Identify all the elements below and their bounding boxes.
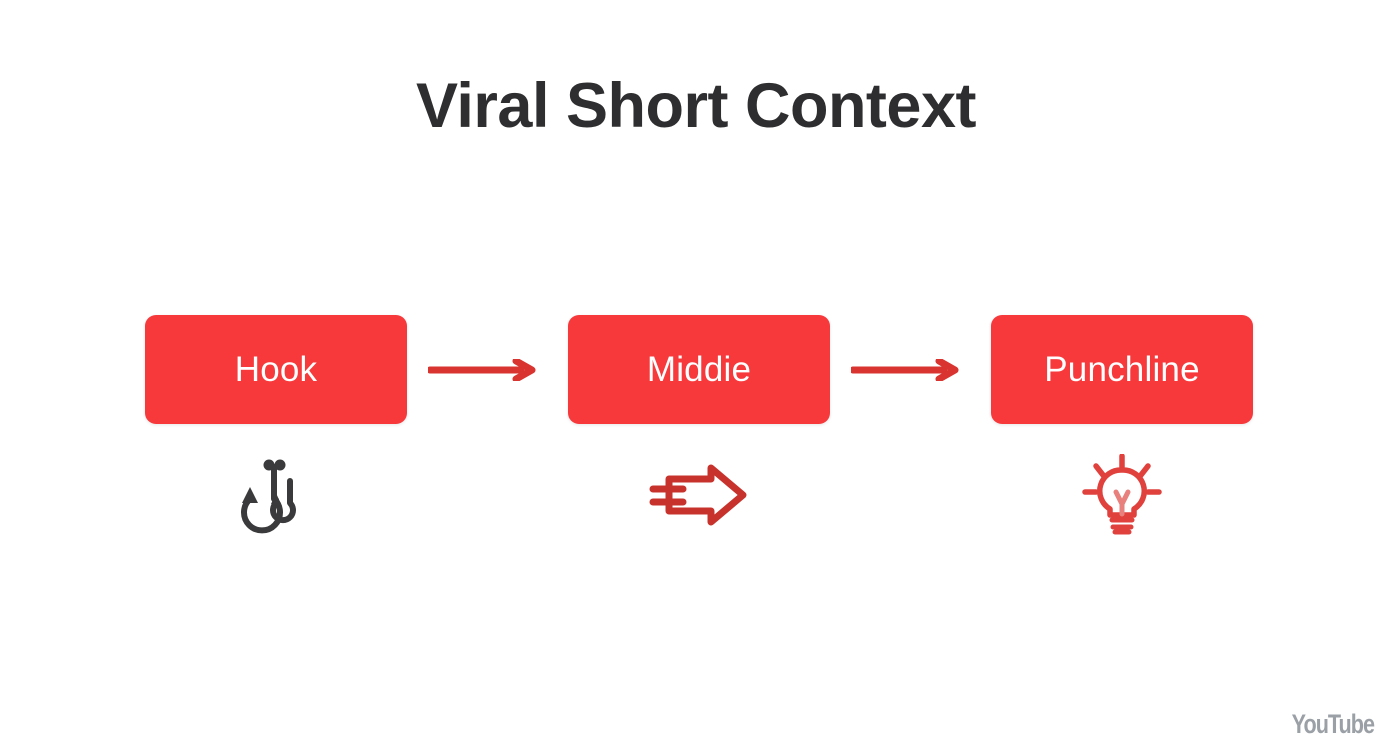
- youtube-watermark: YouTube: [1291, 709, 1375, 739]
- fast-forward-arrow-icon: [649, 464, 747, 526]
- flow-node-punchline[interactable]: Punchline: [991, 315, 1253, 424]
- flow-connector-1: [426, 357, 540, 383]
- flow-diagram: Hook Middie Punchline: [145, 315, 1257, 425]
- flow-node-label: Punchline: [1044, 350, 1200, 389]
- flow-icon-slot-punchline: [991, 450, 1253, 540]
- flow-connector-2: [849, 357, 963, 383]
- fishing-hook-icon: [241, 459, 296, 534]
- flow-node-label: Middie: [646, 350, 752, 389]
- flow-icon-slot-middie: [568, 450, 830, 540]
- arrow-right-icon: [426, 357, 536, 383]
- page-title: Viral Short Context: [416, 71, 976, 141]
- flow-icon-slot-hook: [145, 450, 407, 540]
- flow-node-hook[interactable]: Hook: [145, 315, 407, 424]
- arrow-right-icon: [849, 357, 959, 383]
- flow-node-middie[interactable]: Middie: [568, 315, 830, 424]
- flow-node-label: Hook: [234, 350, 318, 389]
- lightbulb-icon: [1082, 454, 1162, 535]
